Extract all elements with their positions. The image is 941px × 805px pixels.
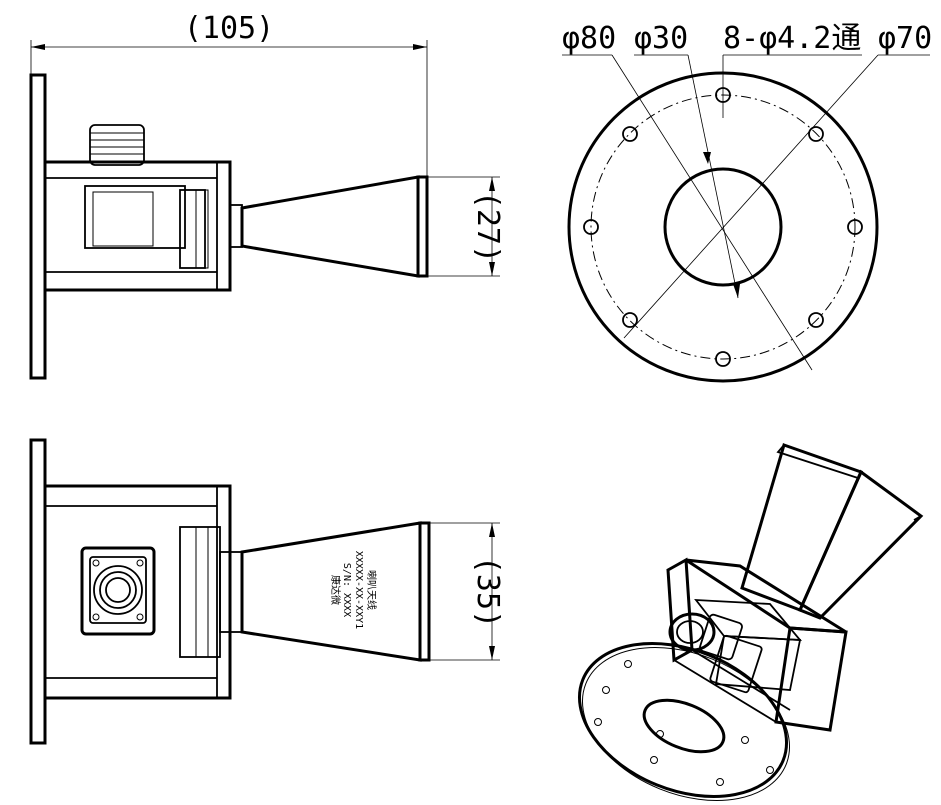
iso-flange-hole <box>594 718 602 726</box>
side-body-frame <box>43 160 232 292</box>
callout-phi30: φ30 <box>634 21 688 56</box>
top-connector-inner <box>105 577 131 603</box>
dim-35-label: (35) <box>470 556 505 628</box>
top-connector-screw <box>136 559 144 567</box>
iso-flange-hole <box>650 756 658 764</box>
iso-horn-rim <box>776 443 863 480</box>
top-connector-square <box>89 556 147 624</box>
iso-horn-edge <box>799 477 859 611</box>
top-view: 喇叭天线 XXXXX-XX-XXY1 S/N: XXXX 康达微 (35) <box>29 438 505 745</box>
flange-center-bore <box>663 167 783 287</box>
side-view: (105) (27) <box>29 11 505 380</box>
leader-arrow <box>703 152 711 164</box>
dim-105-arrow-right <box>413 44 427 50</box>
dim-105-arrow-left <box>31 44 45 50</box>
leader-phi70 <box>623 54 879 339</box>
nameplate-line4: 康达微 <box>329 575 342 605</box>
iso-flange-hole <box>741 736 749 744</box>
top-connector-screw <box>92 559 100 567</box>
iso-horn-right-face <box>797 469 924 620</box>
top-connector-outer <box>93 565 143 615</box>
side-flange-plate <box>29 73 47 380</box>
iso-flange-hole <box>716 778 724 786</box>
top-waveguide-flange <box>179 526 221 658</box>
bolt-hole <box>622 312 638 328</box>
dim-35-arrow-bottom <box>489 646 495 660</box>
nameplate-line1: 喇叭天线 <box>365 570 378 610</box>
dim-27-arrow-top <box>489 177 495 191</box>
iso-connector-nut <box>699 613 743 661</box>
top-flange-plate <box>29 438 47 745</box>
leader-arrow <box>733 284 740 298</box>
callout-bolt-holes: 8-φ4.2通 <box>723 21 861 56</box>
iso-connector-inner <box>676 620 704 644</box>
top-connector-screw <box>92 613 100 621</box>
iso-frame-rail <box>673 659 777 723</box>
side-horn-neck <box>229 204 243 248</box>
side-waveguide-block <box>195 189 209 269</box>
iso-waveguide-block <box>694 598 803 642</box>
bolt-hole <box>808 126 824 142</box>
top-waveguide-flange <box>195 526 209 658</box>
iso-mounting-flange <box>577 642 789 798</box>
callout-phi80: φ80 <box>562 21 616 56</box>
dim-105-label: (105) <box>184 11 274 46</box>
horn-nameplate: 喇叭天线 XXXXX-XX-XXY1 S/N: XXXX 康达微 <box>329 551 378 629</box>
iso-horn-left-face <box>740 443 864 612</box>
top-connector-ring <box>99 571 137 609</box>
iso-horn-edge <box>913 515 922 521</box>
iso-mounting-flange-edge <box>581 647 791 801</box>
side-horn <box>240 175 420 278</box>
flange-front-view: φ80 φ30 8-φ4.2通 φ70 <box>562 21 932 383</box>
side-waveguide-block <box>179 189 206 269</box>
top-connector-screw <box>136 613 144 621</box>
iso-flange-hole <box>656 730 664 738</box>
leader-phi30 <box>687 54 739 299</box>
iso-waveguide-block <box>714 635 802 691</box>
bolt-hole <box>808 312 824 328</box>
iso-flange-hole <box>766 766 774 774</box>
bolt-hole <box>583 219 599 235</box>
side-connector-inner <box>92 191 154 247</box>
nameplate-line2: XXXXX-XX-XXY1 <box>353 551 364 629</box>
nameplate-line3: S/N: XXXX <box>341 563 352 617</box>
isometric-view <box>577 443 924 801</box>
top-horn-aperture <box>418 521 431 662</box>
callout-phi70: φ70 <box>878 21 932 56</box>
dim-27-arrow-bottom <box>489 262 495 276</box>
dim-35-arrow-top <box>489 523 495 537</box>
bolt-hole <box>622 126 638 142</box>
dim-27-label: (27) <box>470 191 505 263</box>
bolt-hole <box>715 351 731 367</box>
iso-frame-rail <box>691 649 791 711</box>
side-connector-block <box>84 185 186 249</box>
side-n-connector <box>89 124 145 166</box>
top-body-frame <box>43 484 232 700</box>
iso-flange-bore <box>642 698 726 754</box>
side-horn-aperture <box>416 175 429 278</box>
bolt-hole <box>847 219 863 235</box>
iso-frame-right-post <box>774 626 848 732</box>
top-connector-panel <box>80 546 156 636</box>
iso-flange-hole <box>602 686 610 694</box>
leader-phi80 <box>611 54 813 371</box>
iso-flange-hole <box>624 660 632 668</box>
